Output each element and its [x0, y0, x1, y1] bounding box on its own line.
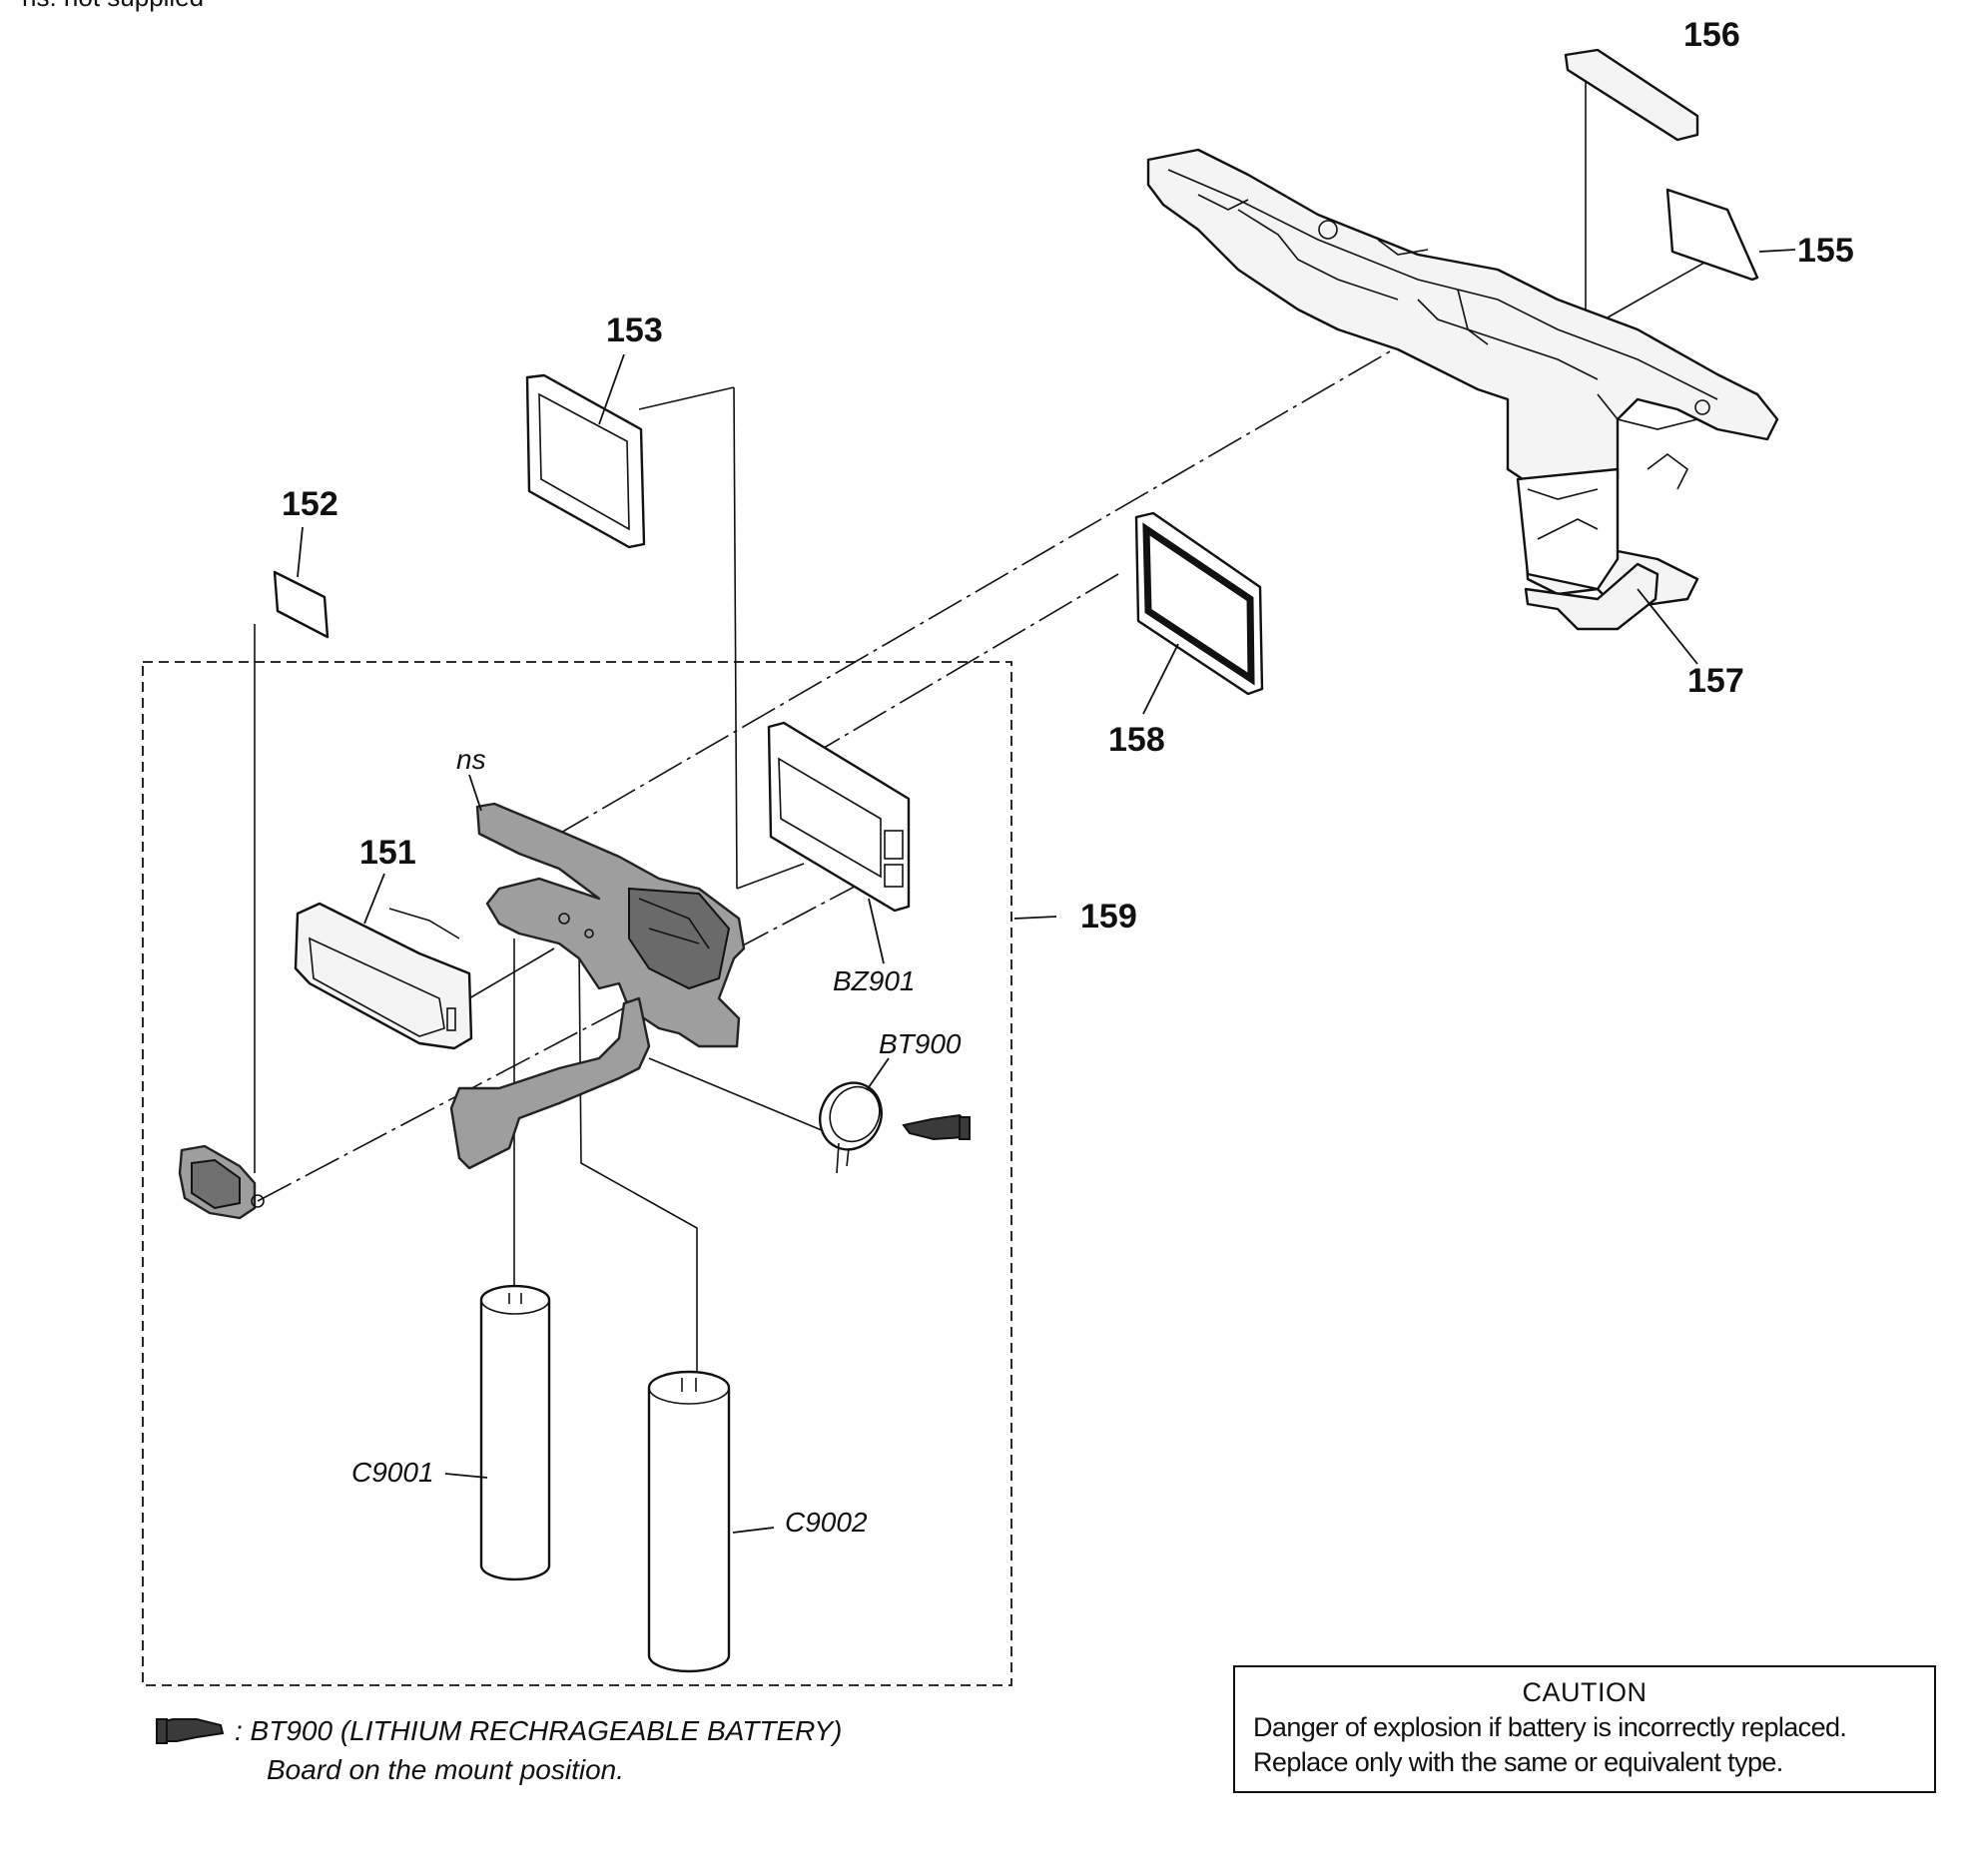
- guide-line-153-a: [638, 386, 735, 410]
- guide-line-153-c: [736, 863, 805, 890]
- part-switch-block: [178, 1144, 265, 1220]
- part-158-lcd-frame: [1134, 511, 1264, 696]
- leader-ns: [468, 774, 482, 812]
- label-bz901: BZ901: [833, 965, 916, 996]
- part-ns-flex-board: [475, 802, 746, 1048]
- not-supplied-note: ns: not supplied: [22, 0, 204, 13]
- part-155-sheet: [1665, 188, 1759, 282]
- part-c9002-capacitor: [647, 1370, 731, 1673]
- assembly-159-boundary: [142, 661, 1012, 1686]
- guide-line-bt900: [648, 1057, 830, 1134]
- label-156: 156: [1683, 16, 1740, 54]
- guide-line-c9002: [578, 947, 698, 1378]
- legend-line-1: : BT900 (LITHIUM RECHRAGEABLE BATTERY): [235, 1715, 842, 1746]
- caution-box: CAUTION Danger of explosion if battery i…: [1233, 1665, 1936, 1793]
- leader-152: [297, 526, 304, 578]
- caution-title: CAUTION: [1522, 1677, 1648, 1707]
- leader-c9002: [732, 1527, 775, 1534]
- label-158: 158: [1108, 721, 1165, 759]
- caution-line-1: Danger of explosion if battery is incorr…: [1253, 1712, 1847, 1742]
- label-c9001: C9001: [351, 1457, 434, 1488]
- label-157: 157: [1687, 662, 1744, 700]
- leader-158: [1142, 643, 1179, 715]
- label-c9002: C9002: [785, 1507, 868, 1538]
- part-157-bracket: [1524, 562, 1659, 631]
- legend-hand-icon: [155, 1718, 225, 1744]
- leader-153: [598, 353, 625, 425]
- leader-157: [1637, 588, 1698, 665]
- pointing-hand-icon: [902, 1113, 971, 1141]
- leader-c9001: [444, 1473, 488, 1479]
- label-ns: ns: [456, 744, 486, 775]
- leader-bt900: [866, 1057, 890, 1091]
- label-151: 151: [359, 834, 416, 872]
- label-155: 155: [1797, 232, 1854, 270]
- guide-line-151: [468, 947, 555, 999]
- guide-line-153-b: [733, 386, 738, 890]
- leader-151: [363, 873, 385, 925]
- part-153-gasket: [525, 373, 646, 549]
- part-bz901-lcd-module: [767, 721, 911, 913]
- part-c9001-capacitor: [479, 1284, 551, 1581]
- label-bt900: BT900: [879, 1028, 962, 1059]
- label-153: 153: [606, 312, 663, 349]
- leader-155: [1758, 249, 1796, 253]
- part-151-connector: [294, 902, 473, 1050]
- part-frame-assembly: [1146, 148, 1779, 611]
- caution-line-2: Replace only with the same or equivalent…: [1253, 1747, 1783, 1777]
- part-152-sheet: [273, 570, 330, 639]
- legend-line-2: Board on the mount position.: [267, 1754, 624, 1785]
- guide-line-switch-to-bz901: [257, 868, 890, 1202]
- part-bt900-battery: [819, 1081, 883, 1174]
- part-lower-flex-board: [449, 996, 651, 1170]
- guide-line-158-to-lcd: [813, 573, 1119, 755]
- leader-bz901: [868, 898, 885, 964]
- leader-159: [1013, 916, 1057, 920]
- label-152: 152: [282, 485, 338, 523]
- label-159: 159: [1080, 898, 1137, 936]
- part-156-plate: [1564, 48, 1699, 142]
- guide-line-frame-to-ns: [558, 328, 1429, 835]
